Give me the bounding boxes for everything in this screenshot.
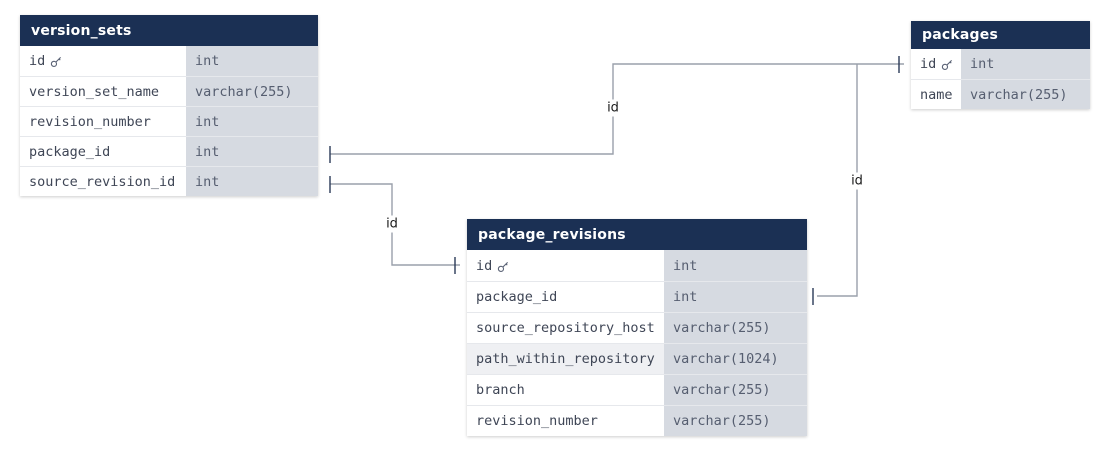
primary-key-icon (941, 59, 953, 71)
relationship-label: id (848, 172, 866, 190)
column-name-label: branch (476, 382, 525, 398)
column-name-cell: revision_number (467, 406, 664, 436)
column-type-cell: int (186, 137, 318, 166)
column-type-cell: int (664, 250, 807, 281)
column-type-cell: varchar(255) (664, 375, 807, 405)
table-row[interactable]: id int (467, 250, 807, 281)
column-name-label: version_set_name (29, 83, 160, 100)
column-name-label: name (920, 86, 953, 103)
column-name-label: id (29, 53, 46, 69)
column-name-cell: id (911, 49, 961, 79)
column-name-cell: path_within_repository (467, 344, 664, 374)
column-type-cell: int (961, 49, 1090, 79)
column-type-cell: varchar(255) (664, 406, 807, 436)
column-name-cell: branch (467, 375, 664, 405)
column-name-cell: source_repository_host (467, 313, 664, 343)
entity-table-title-version_sets: version_sets (20, 15, 318, 46)
column-name-cell: id (467, 250, 664, 281)
column-name-label: source_repository_host (476, 320, 655, 336)
table-row[interactable]: source_repository_host varchar(255) (467, 312, 807, 343)
column-name-label: revision_number (476, 413, 598, 429)
relationship-label: id (383, 215, 401, 233)
table-row[interactable]: id int (911, 49, 1090, 79)
column-name-cell: version_set_name (20, 77, 186, 106)
column-name-cell: package_id (467, 282, 664, 312)
table-row[interactable]: path_within_repository varchar(1024) (467, 343, 807, 374)
column-name-label: id (476, 257, 493, 274)
column-name-label: source_revision_id (29, 173, 176, 190)
table-row[interactable]: revision_number int (20, 106, 318, 136)
column-type-cell: varchar(255) (186, 77, 318, 106)
table-row[interactable]: version_set_name varchar(255) (20, 76, 318, 106)
primary-key-icon (50, 56, 62, 68)
relationship-label: id (604, 99, 622, 117)
table-row[interactable]: source_revision_id int (20, 166, 318, 196)
table-row[interactable]: branch varchar(255) (467, 374, 807, 405)
entity-table-title-packages: packages (911, 21, 1090, 49)
column-name-cell: source_revision_id (20, 167, 186, 196)
table-row[interactable]: package_id int (467, 281, 807, 312)
column-name-label: path_within_repository (476, 351, 655, 367)
column-name-label: package_id (476, 289, 558, 305)
column-name-cell: name (911, 80, 961, 109)
column-name-cell: package_id (20, 137, 186, 166)
entity-table-title-package_revisions: package_revisions (467, 219, 807, 250)
column-type-cell: varchar(255) (664, 313, 807, 343)
column-type-cell: int (186, 107, 318, 136)
column-type-cell: int (186, 167, 318, 196)
column-name-label: id (920, 56, 937, 72)
column-type-cell: varchar(1024) (664, 344, 807, 374)
primary-key-icon (497, 261, 509, 273)
column-type-cell: int (186, 46, 318, 76)
column-name-label: revision_number (29, 113, 151, 130)
column-name-cell: id (20, 46, 186, 76)
column-type-cell: int (664, 282, 807, 312)
table-row[interactable]: revision_number varchar(255) (467, 405, 807, 436)
column-name-label: package_id (29, 143, 111, 160)
table-row[interactable]: name varchar(255) (911, 79, 1090, 109)
table-row[interactable]: package_id int (20, 136, 318, 166)
column-name-cell: revision_number (20, 107, 186, 136)
table-row[interactable]: id int (20, 46, 318, 76)
column-type-cell: varchar(255) (961, 80, 1090, 109)
